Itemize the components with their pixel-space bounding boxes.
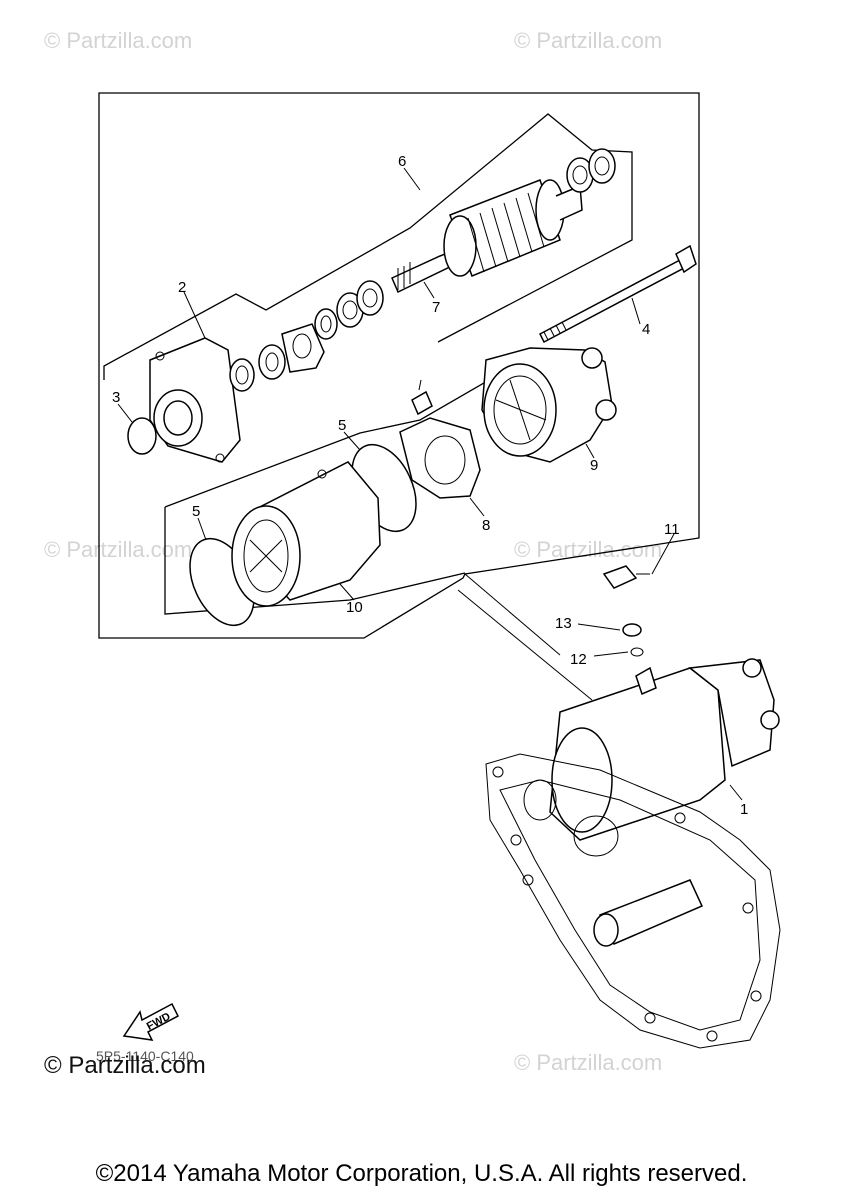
callout-11: 11 (664, 521, 680, 538)
exploded-view-boundary (98, 92, 700, 639)
callout-3: 3 (112, 389, 120, 406)
armature-part (391, 179, 583, 294)
leader-5b (197, 517, 207, 541)
fwd-label: FWD (145, 1010, 173, 1032)
watermark-top-right: © Partzilla.com (514, 28, 663, 53)
callout-6: 6 (398, 153, 406, 170)
assembled-starter-part (549, 565, 780, 841)
callout-1: 1 (740, 801, 748, 818)
leader-13 (577, 623, 621, 631)
callout-13: 13 (555, 615, 572, 632)
yoke-part (231, 461, 381, 607)
leader-10 (339, 583, 355, 601)
watermark-bottom-right: © Partzilla.com (514, 1050, 663, 1075)
watermark-mid-left: © Partzilla.com (44, 537, 193, 562)
leader-2 (183, 291, 206, 339)
inner-boundary-upper (103, 113, 633, 380)
leader-6 (403, 167, 421, 191)
callout-7: 7 (432, 299, 440, 316)
callout-8: 8 (482, 517, 490, 534)
callout-2: 2 (178, 279, 186, 296)
callout-9: 9 (590, 457, 598, 474)
bearing-part (229, 358, 255, 392)
rear-cover-part (481, 347, 617, 463)
watermark-bottom-left: © Partzilla.com (44, 1052, 206, 1079)
leader-3 (117, 403, 133, 423)
callout-4: 4 (642, 321, 650, 338)
inner-boundary-lower (164, 375, 497, 615)
callout-10: 10 (346, 599, 363, 616)
diagram-code: 5P5-1140-C140 (96, 1048, 194, 1064)
washer-stack-right (566, 148, 616, 193)
watermark-mid-right: © Partzilla.com (514, 537, 663, 562)
callout-5a: 5 (338, 417, 346, 434)
watermark-top-left: © Partzilla.com (44, 28, 193, 53)
leader-12 (593, 651, 629, 657)
leader-5a (343, 431, 361, 451)
leader-assembly (457, 589, 593, 701)
leader-4 (631, 297, 641, 325)
leader-9 (585, 443, 595, 459)
leader-8 (469, 497, 485, 517)
callout-12: 12 (570, 651, 587, 668)
through-bolt-part (539, 244, 697, 344)
callout-5b: 5 (192, 503, 200, 520)
leader-assembly-2 (464, 573, 561, 656)
brush-holder-part (399, 379, 481, 499)
leader-11 (651, 533, 675, 575)
crankcase-outline (485, 753, 781, 1049)
leader-7 (423, 281, 435, 299)
washer-stack-left (258, 280, 384, 380)
front-cover-part (149, 337, 241, 463)
o-ring-3-part (127, 417, 157, 455)
fwd-arrow-icon: FWD (122, 1002, 179, 1041)
copyright-notice: ©2014 Yamaha Motor Corporation, U.S.A. A… (95, 1160, 748, 1187)
leader-1 (729, 784, 743, 801)
